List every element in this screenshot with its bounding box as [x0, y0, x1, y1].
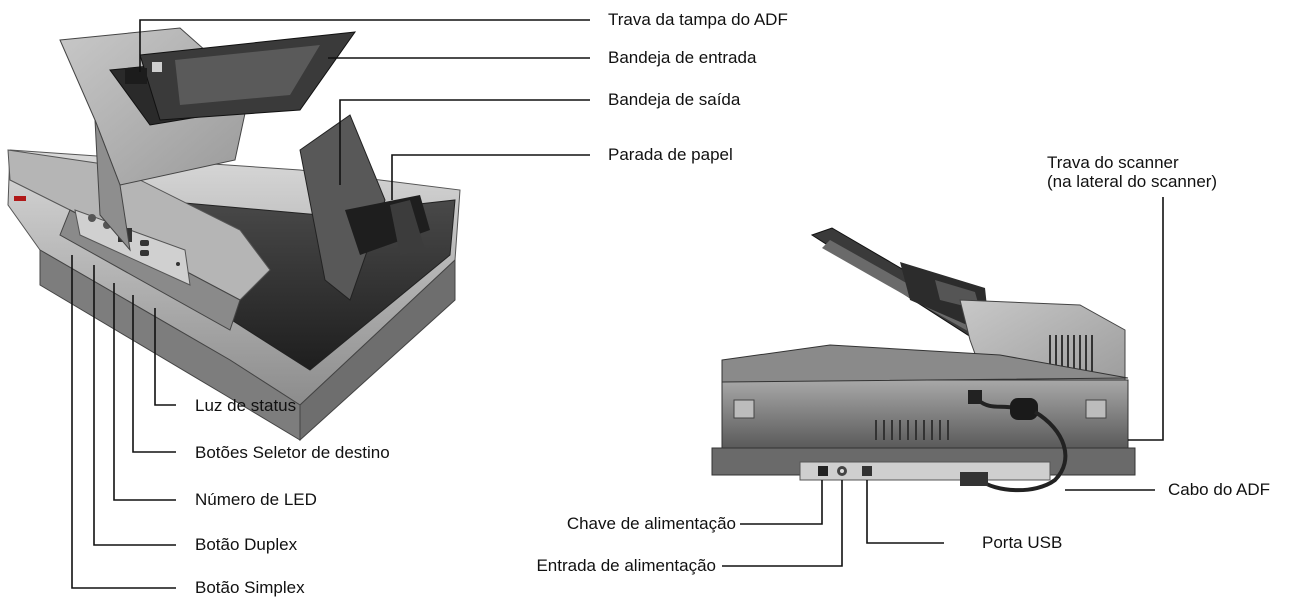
label-destination-selector-buttons: Botões Seletor de destino — [195, 443, 390, 462]
label-duplex-button: Botão Duplex — [195, 535, 298, 554]
label-scanner-lock-line1: Trava do scanner — [1047, 153, 1179, 172]
label-power-input: Entrada de alimentação — [536, 556, 716, 575]
label-adf-cover-lock: Trava da tampa do ADF — [608, 10, 788, 29]
scanner-rear-view — [711, 227, 1136, 493]
leader-lines — [71, 19, 1164, 589]
label-led-number: Número de LED — [195, 490, 317, 509]
label-usb-port: Porta USB — [982, 533, 1063, 552]
label-output-tray: Bandeja de saída — [608, 90, 741, 109]
label-paper-stop: Parada de papel — [608, 145, 733, 164]
label-input-tray: Bandeja de entrada — [608, 48, 757, 67]
label-scanner-lock: Trava do scanner (na lateral do scanner) — [1047, 153, 1217, 191]
label-power-switch: Chave de alimentação — [566, 514, 736, 533]
label-adf-cable: Cabo do ADF — [1168, 480, 1271, 499]
label-simplex-button: Botão Simplex — [195, 578, 305, 597]
label-status-light: Luz de status — [195, 396, 297, 415]
label-scanner-lock-line2: (na lateral do scanner) — [1047, 172, 1218, 191]
scanner-front-view — [7, 27, 461, 442]
